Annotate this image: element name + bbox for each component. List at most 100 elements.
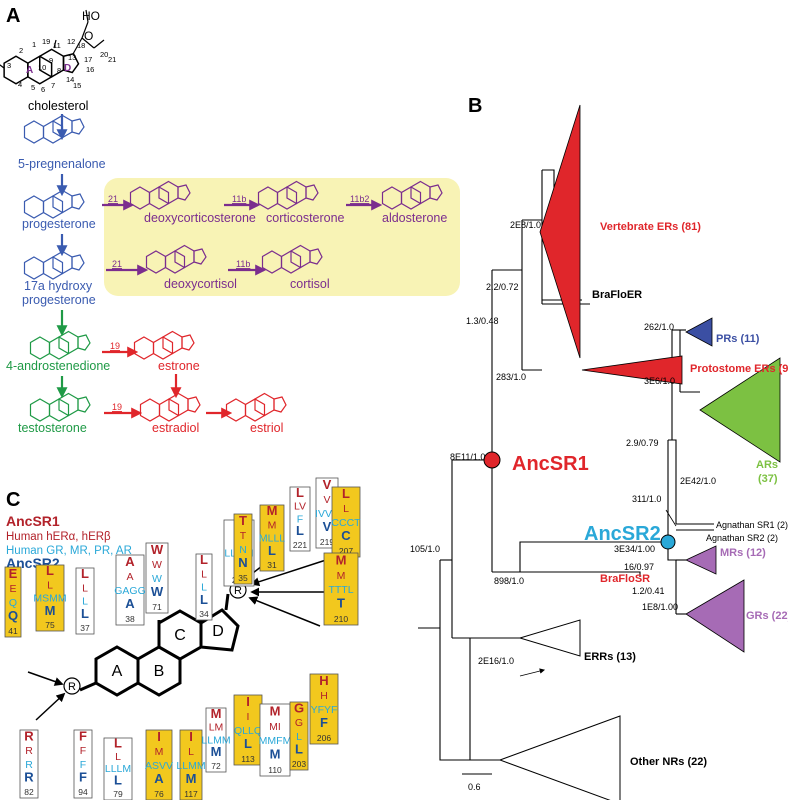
site-box xyxy=(205,707,227,773)
c5: 5 xyxy=(31,83,35,92)
pathway-arrows xyxy=(56,114,383,419)
support-12: 16/0.97 xyxy=(624,562,654,572)
estrone-label: estrone xyxy=(158,359,200,373)
site-ancsr2-residue: M xyxy=(270,747,281,762)
site-ancsr1-residue: L xyxy=(200,552,208,567)
site-number: 38 xyxy=(125,614,135,624)
residue-sites: EEQQ41RRRR82LLMSMMM75FFFF94LLLL37LLLLLML… xyxy=(4,477,361,800)
progesterone-structure xyxy=(23,189,85,219)
panel-c: C AncSR1 Human hERα, hERβ Human GR, MR, … xyxy=(4,477,361,800)
aldosterone-label: aldosterone xyxy=(382,211,447,225)
ring-d: D xyxy=(212,623,224,640)
site-human-sr-residues: MLLL xyxy=(259,533,285,545)
enzyme-11b2: 11b2 xyxy=(350,194,369,204)
site-human-er-residues: M xyxy=(337,570,346,582)
site-ancsr1-residue: M xyxy=(267,503,278,518)
testosterone-structure xyxy=(29,392,91,422)
site-ancsr1-residue: T xyxy=(239,513,247,528)
c21: 21 xyxy=(108,55,116,64)
progesterone-label: progesterone xyxy=(22,217,96,231)
c6: 6 xyxy=(41,85,45,94)
r-group-a-label: R xyxy=(68,681,76,693)
tip-other-nrs: Other NRs (22) xyxy=(630,756,707,768)
site-human-sr-residues: GAGG xyxy=(114,585,146,597)
estradiol-structure xyxy=(139,392,201,422)
c4: 4 xyxy=(18,80,22,89)
site-human-sr-residues: N xyxy=(239,544,247,556)
pregnenalone-label: 5-pregnenalone xyxy=(18,157,106,171)
ancsr1-label: AncSR1 xyxy=(512,453,589,475)
site-human-sr-residues: L xyxy=(296,731,302,743)
err-clade xyxy=(518,619,581,657)
site-ancsr2-residue: C xyxy=(341,528,351,543)
site-box xyxy=(103,737,133,800)
ring-c: C xyxy=(174,627,186,644)
c15: 15 xyxy=(73,81,81,90)
support-17: 2E16/1.0 xyxy=(478,656,514,666)
c16: 16 xyxy=(86,65,94,74)
androstenedione-label: 4-androstenedione xyxy=(6,359,110,373)
site-box xyxy=(73,729,93,799)
site-ancsr1-residue: L xyxy=(296,485,304,500)
ancsr2-node xyxy=(660,534,676,550)
site-human-sr-residues: F xyxy=(80,759,86,771)
support-1: 2E8/1.0 xyxy=(510,220,541,230)
c12: 12 xyxy=(67,37,75,46)
site-human-er-residues: MI xyxy=(269,721,281,733)
site-ancsr2-residue: L xyxy=(200,592,208,607)
site-box xyxy=(259,703,291,777)
site-ancsr2-residue: R xyxy=(24,769,34,784)
support-4: 283/1.0 xyxy=(496,372,526,382)
ring-b: B xyxy=(154,663,165,680)
site-ancsr2-residue: T xyxy=(337,596,345,611)
site-human-sr-residues: ASVV xyxy=(145,760,173,772)
site-human-er-residues: M xyxy=(268,519,277,531)
site-box xyxy=(309,673,339,745)
tip-mrs: MRs (12) xyxy=(720,547,766,559)
tip-ars-line2: (37) xyxy=(758,473,778,485)
site-human-sr-residues: MSMM xyxy=(33,593,66,605)
corticosterone-label: corticosterone xyxy=(266,211,345,225)
c11: 11 xyxy=(53,41,61,50)
panel-label-a: A xyxy=(6,5,20,27)
site-human-er-residues: LM xyxy=(209,722,224,734)
site-number: 110 xyxy=(268,765,282,775)
estradiol-label: estradiol xyxy=(152,421,199,435)
site-box xyxy=(179,729,203,800)
site-box xyxy=(195,553,213,621)
site-box xyxy=(4,566,22,638)
site-human-er-residues: L xyxy=(201,568,207,580)
support-16: 898/1.0 xyxy=(494,576,524,586)
support-6: 262/1.0 xyxy=(644,322,674,332)
site-human-sr-residues: YFYF xyxy=(311,704,338,716)
enzyme-19-b: 19 xyxy=(112,402,122,412)
c10: 10 xyxy=(38,63,46,72)
panel-label-c: C xyxy=(6,489,20,511)
o-label: O xyxy=(84,29,93,43)
estrone-structure xyxy=(133,330,195,360)
site-ancsr2-residue: L xyxy=(296,523,304,538)
support-10: 311/1.0 xyxy=(632,494,661,504)
other-nr-clade xyxy=(498,715,621,800)
cholesterol-label: cholesterol xyxy=(28,99,88,113)
support-15: 105/1.0 xyxy=(410,544,440,554)
tip-braflo-sr: BraFloSR xyxy=(600,573,650,585)
site-ancsr2-residue: L xyxy=(114,773,122,788)
site-ancsr2-residue: N xyxy=(238,555,247,570)
enzyme-19-a: 19 xyxy=(110,341,120,351)
c17: 17 xyxy=(84,55,92,64)
site-human-er-residues: F xyxy=(80,745,86,757)
site-human-sr-residues: CCCT xyxy=(331,517,361,529)
site-ancsr1-residue: L xyxy=(114,735,122,750)
support-2: 2.2/0.72 xyxy=(486,282,519,292)
site-ancsr2-residue: V xyxy=(323,519,332,534)
